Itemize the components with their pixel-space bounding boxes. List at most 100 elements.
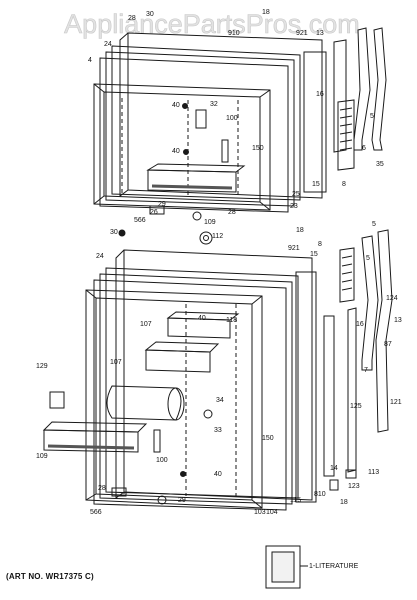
freezer-outer-panel	[127, 32, 323, 199]
callout-top-23: 23	[290, 203, 298, 210]
freezer-side-frame	[303, 51, 327, 193]
callout-top-30: 30	[110, 229, 118, 236]
part-28b	[111, 487, 127, 497]
callout-bottom-150: 150	[262, 435, 274, 442]
callout-bottom-100: 100	[156, 457, 168, 464]
callout-bottom-40: 40	[214, 471, 222, 478]
callout-bottom-566: 566	[90, 509, 102, 516]
vent-grille	[337, 99, 355, 171]
callout-bottom-121: 121	[390, 399, 402, 406]
callout-bottom-14: 14	[330, 465, 338, 472]
callout-top-5: 5	[370, 113, 374, 120]
callout-bottom-13: 13	[394, 317, 402, 324]
watermark-text: AppliancePartsPros.com	[64, 9, 360, 39]
callout-top-100: 100	[226, 115, 238, 122]
freezer-handle-6	[353, 27, 371, 151]
art-number-caption: (ART NO. WR17375 C)	[6, 572, 94, 581]
dairy-tray-107	[145, 349, 211, 373]
callout-bottom-124: 124	[386, 295, 398, 302]
part-28	[149, 205, 165, 215]
callout-bottom-24: 24	[96, 253, 104, 260]
freezer-gasket-2	[105, 51, 295, 207]
part-113	[345, 469, 357, 479]
part-33	[203, 409, 213, 419]
callout-top-4: 4	[88, 57, 92, 64]
callout-bottom-33: 33	[214, 427, 222, 434]
freezer-panel-edge	[119, 32, 129, 197]
literature-code: 1	[309, 563, 313, 570]
part-32	[195, 109, 207, 129]
callout-top-26: 26	[150, 209, 158, 216]
callout-bottom-28: 28	[98, 485, 106, 492]
callout-top-40: 40	[172, 102, 180, 109]
callout-bottom-921: 921	[288, 245, 300, 252]
callout-bottom-5: 5	[366, 255, 370, 262]
part-112	[199, 231, 213, 245]
fresh-handle-121	[375, 229, 393, 433]
callout-bottom-18: 18	[340, 499, 348, 506]
callout-top-109: 109	[204, 219, 216, 226]
freezer-gasket	[111, 45, 301, 201]
part-100b	[153, 429, 161, 453]
callout-top-8: 8	[342, 181, 346, 188]
freezer-handle-35	[371, 27, 387, 151]
callout-top-24: 24	[104, 41, 112, 48]
callout-top-25: 25	[292, 191, 300, 198]
fresh-outer-panel	[123, 249, 313, 501]
callout-bottom-40: 40	[198, 315, 206, 322]
callout-top-28: 28	[128, 15, 136, 22]
callout-top-5: 5	[372, 221, 376, 228]
callout-top-30: 30	[146, 11, 154, 18]
watermark-logo: AppliancePartsPros.com	[64, 9, 360, 40]
callout-top-35: 35	[376, 161, 384, 168]
callout-bottom-8: 8	[318, 241, 322, 248]
part-129	[49, 391, 65, 409]
callout-bottom-123: 123	[348, 483, 360, 490]
callout-bottom-16: 16	[356, 321, 364, 328]
callout-top-15: 15	[312, 181, 320, 188]
part-123	[329, 479, 339, 491]
callout-bottom-112: 112	[212, 233, 223, 240]
callout-top-150: 150	[252, 145, 264, 152]
fresh-food-door-assembly	[42, 229, 393, 511]
strip-125	[323, 315, 335, 477]
part-29b	[157, 495, 167, 505]
callout-top-40: 40	[172, 148, 180, 155]
fresh-handle-7	[361, 235, 379, 371]
callout-top-566: 566	[134, 217, 146, 224]
callout-bottom-113: 113	[368, 469, 379, 476]
callout-top-921: 921	[296, 30, 308, 37]
literature-sheet	[265, 545, 308, 589]
callout-top-32: 32	[210, 101, 218, 108]
callout-top-910: 910	[228, 30, 240, 37]
callout-bottom-7: 7	[364, 367, 368, 374]
screw-40b	[183, 149, 189, 155]
callout-bottom-125: 125	[350, 403, 362, 410]
hinge-strip-16b	[347, 307, 357, 473]
callout-top-6: 6	[362, 145, 366, 152]
literature-text: LITERATURE	[315, 563, 359, 570]
callout-bottom-107: 107	[110, 359, 122, 366]
part-29	[192, 211, 202, 221]
literature-label: 1-LITERATURE	[309, 563, 359, 570]
callout-bottom-34: 34	[216, 397, 224, 404]
callout-bottom-109: 109	[36, 453, 48, 460]
callout-top-16: 16	[316, 91, 324, 98]
fresh-gasket	[105, 267, 299, 499]
callout-bottom-129: 129	[36, 363, 48, 370]
callout-bottom-29: 29	[178, 497, 186, 504]
screw-30	[118, 229, 126, 237]
freezer-gasket-3	[99, 57, 289, 213]
callout-bottom-104: 104	[266, 509, 278, 516]
callout-top-29: 29	[158, 201, 166, 208]
callout-bottom-87: 87	[384, 341, 392, 348]
callout-bottom-810: 810	[314, 491, 326, 498]
freezer-door-assembly	[93, 27, 387, 237]
fresh-side-frame	[295, 271, 317, 503]
callout-bottom-118: 118	[226, 317, 237, 324]
callout-bottom-15: 15	[310, 251, 318, 258]
callout-top-28: 28	[228, 209, 236, 216]
